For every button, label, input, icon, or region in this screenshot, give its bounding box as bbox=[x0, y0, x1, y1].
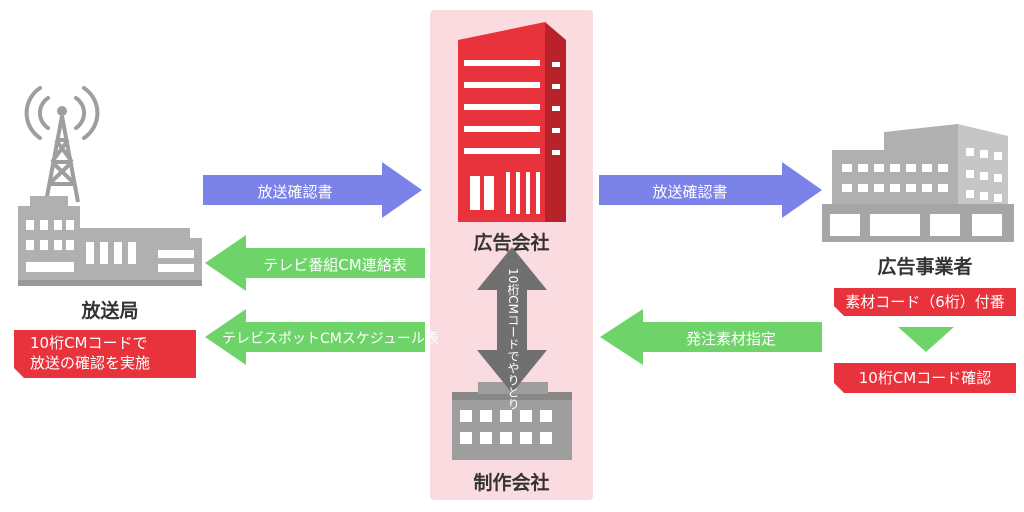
advertiser-label: 広告事業者 bbox=[877, 256, 973, 278]
production-label: 制作会社 bbox=[473, 472, 550, 494]
arrow-order-material bbox=[600, 309, 822, 365]
broadcast-tower-icon bbox=[18, 86, 202, 286]
broadcaster-label: 放送局 bbox=[81, 300, 139, 322]
arrow-agency-advertiser bbox=[599, 162, 822, 218]
broadcaster-note-line2: 放送の確認を実施 bbox=[30, 354, 151, 372]
arrow-label-tv-spot-schedule: テレビスポットCMスケジュール表 bbox=[222, 331, 439, 347]
office-building-icon bbox=[452, 382, 572, 460]
broadcaster-note-badge bbox=[14, 330, 196, 378]
arrow-label-agency-production: 10桁CMコードでやりとり bbox=[506, 268, 520, 411]
advertiser-step1-badge bbox=[834, 288, 1016, 316]
arrow-label-order-material: 発注素材指定 bbox=[685, 330, 776, 348]
arrow-broadcaster-agency bbox=[203, 162, 422, 218]
advertiser-step1-text: 素材コード（6桁）付番 bbox=[845, 293, 1005, 311]
advertiser-step2-text: 10桁CMコード確認 bbox=[858, 369, 992, 387]
arrow-label-confirm-right: 放送確認書 bbox=[652, 183, 728, 201]
broadcaster-note-line1: 10桁CMコードで bbox=[30, 334, 148, 352]
red-office-building-icon bbox=[458, 22, 566, 222]
arrow-label-tv-program-cm: テレビ番組CM連絡表 bbox=[263, 256, 407, 274]
arrow-label-confirm-left: 放送確認書 bbox=[257, 183, 333, 201]
arrow-tv-spot-schedule bbox=[205, 309, 425, 365]
arrow-agency-production bbox=[477, 247, 547, 393]
agency-label: 広告会社 bbox=[473, 232, 550, 254]
arrow-tv-program-cm bbox=[205, 235, 425, 291]
step-down-arrow bbox=[898, 327, 954, 352]
corporate-building-icon bbox=[822, 124, 1014, 242]
advertiser-step2-badge bbox=[834, 363, 1016, 393]
